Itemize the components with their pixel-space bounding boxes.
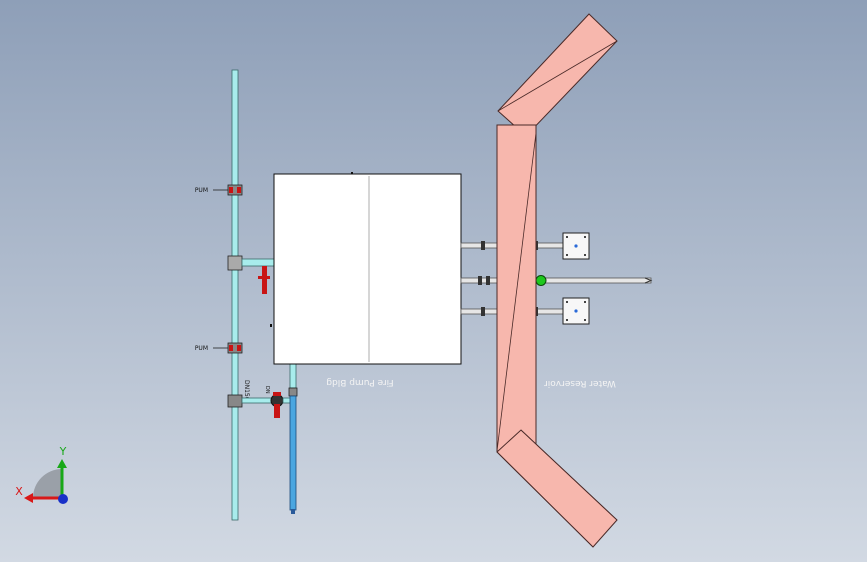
pump-bolt	[584, 301, 586, 303]
building-marker	[351, 172, 353, 174]
reservoir-arm-diagonal	[496, 451, 594, 548]
triad-plane	[33, 469, 62, 498]
red-valve-mark	[237, 187, 241, 193]
pump-bolt	[566, 319, 568, 321]
main-pipe-tag: DN150	[243, 380, 250, 401]
y-axis-label: Y	[59, 445, 67, 458]
valve-tag: DN	[264, 386, 270, 394]
main-water-pipe[interactable]	[231, 69, 239, 521]
pump-center-dot	[574, 309, 578, 313]
reservoir-arm-diagonal	[497, 40, 618, 112]
y-axis-arrow	[57, 459, 67, 468]
reservoir-body-diagonal	[496, 132, 537, 452]
valve-assembly[interactable]: DN	[227, 386, 294, 418]
foot-valve[interactable]	[535, 275, 547, 286]
riser-lower[interactable]	[289, 395, 297, 511]
tee-fitting	[227, 255, 243, 271]
pump-bolt	[584, 236, 586, 238]
pipe-flange	[478, 276, 482, 285]
building-marker	[270, 324, 272, 327]
valve-stem	[274, 404, 280, 418]
upper-pump-connector[interactable]: PUM	[195, 184, 243, 196]
x-axis-arrow	[24, 493, 33, 503]
riser-end	[291, 509, 295, 514]
water-reservoir[interactable]: Water Reservoir	[496, 13, 618, 548]
reservoir-label: Water Reservoir	[544, 378, 616, 388]
riser-coupling	[288, 387, 298, 397]
lower-pump-connector[interactable]: PUM DN150	[195, 342, 250, 401]
valve-handle	[273, 392, 281, 396]
submersible-pumps[interactable]	[562, 232, 590, 325]
red-handle	[258, 276, 270, 279]
pump-center-dot	[574, 244, 578, 248]
pipe-end-arrow	[644, 277, 653, 284]
main-pipe-body[interactable]	[231, 69, 239, 521]
building-outline[interactable]	[273, 173, 462, 365]
pump-bolt	[566, 254, 568, 256]
pump-bolt	[566, 301, 568, 303]
pipe-flange	[481, 307, 485, 316]
red-valve-mark	[229, 345, 233, 351]
pipe-flange	[481, 241, 485, 250]
pump-bolt	[566, 236, 568, 238]
branch-pipe[interactable]	[241, 258, 279, 267]
z-axis-dot	[58, 494, 68, 504]
building-label: Fire Pump Bldg	[326, 377, 393, 387]
axis-triad: Y X	[15, 445, 68, 504]
fire-pump-building[interactable]: Fire Pump Bldg	[270, 172, 462, 387]
pump-bolt	[584, 254, 586, 256]
tee-fitting	[227, 394, 243, 408]
red-valve-mark	[237, 345, 241, 351]
reservoir-arm-edge	[520, 429, 618, 521]
x-axis-label: X	[15, 485, 23, 498]
pump-tag-lower: PUM	[195, 345, 208, 352]
pump-bolt	[584, 319, 586, 321]
pipe-flange	[486, 276, 490, 285]
pump-tag-upper: PUM	[195, 187, 208, 194]
red-drop-pipe	[262, 266, 267, 294]
valve-feed-pipe[interactable]	[241, 397, 273, 404]
red-valve-mark	[229, 187, 233, 193]
